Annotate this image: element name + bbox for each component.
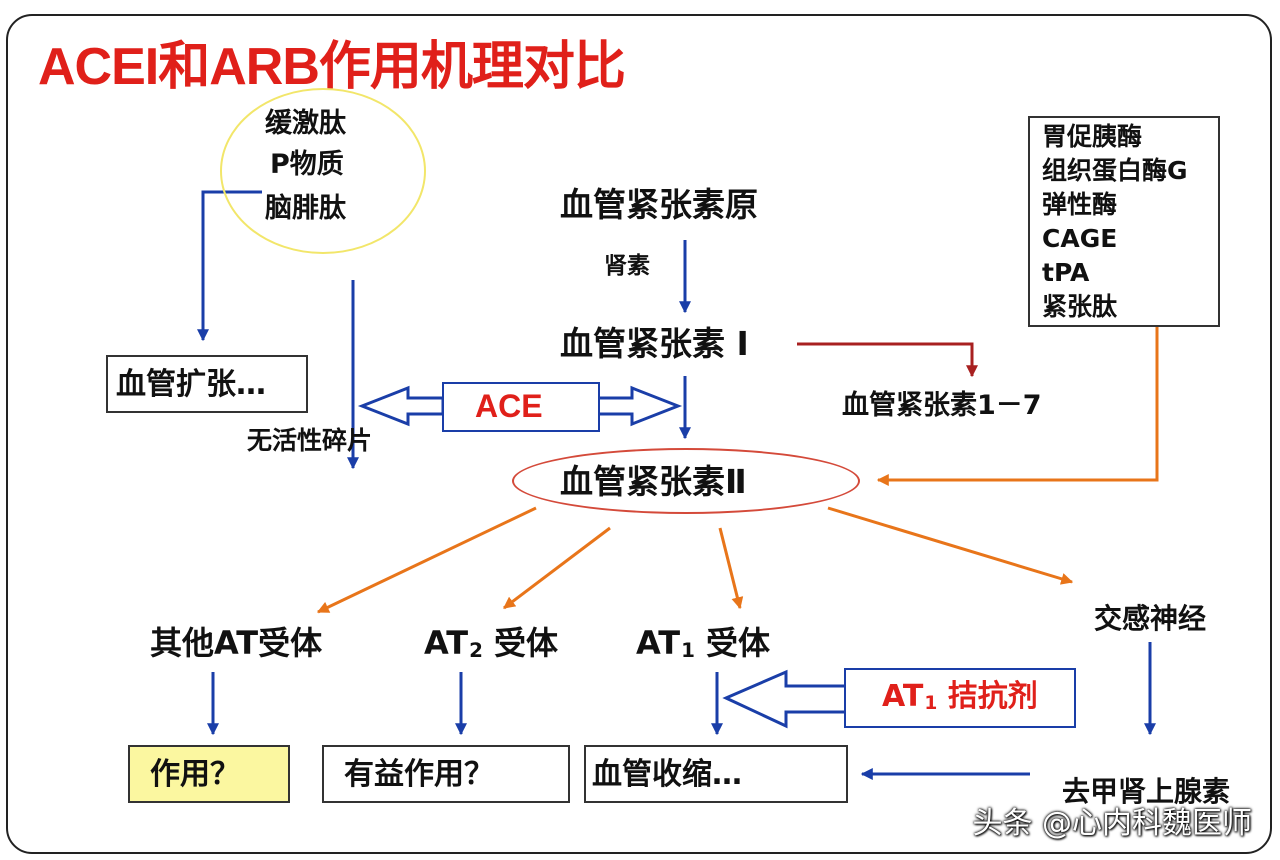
vasodilation-box: [106, 355, 308, 413]
at2-to-other-receptor-arrow: [316, 506, 537, 614]
kinins-circle: [220, 88, 426, 254]
at2-receptor-label: AT2 受体: [424, 624, 559, 662]
vasoconstriction-box: [584, 745, 848, 803]
kinin-bradykinin: 缓激肽: [265, 108, 346, 139]
angiotensin-2-ellipse: [512, 448, 860, 514]
at1-antagonist-box: [844, 668, 1076, 728]
norepinephrine-label: 去甲肾上腺素: [1062, 775, 1231, 808]
at2-to-at1-receptor-arrow: [718, 527, 744, 610]
sympathetic-nerve-label: 交感神经: [1094, 602, 1207, 635]
angiotensin-1-label: 血管紧张素 I: [560, 324, 749, 363]
at2-to-sympathetic-arrow: [827, 506, 1074, 585]
alt-enzymes-box: 胃促胰酶 组织蛋白酶G 弹性酶 CAGE tPA 紧张肽: [1028, 116, 1220, 327]
inactive-fragments-label: 无活性碎片: [247, 426, 373, 455]
ace-box: [442, 382, 600, 432]
angiotensin-1-7-label: 血管紧张素1－7: [842, 390, 1042, 421]
vasodilation-label: 血管扩张…: [116, 367, 266, 402]
renin-label: 肾素: [604, 253, 650, 279]
alt-enzymes-arrow: [876, 326, 1159, 486]
enzyme-elastase: 弹性酶: [1042, 190, 1118, 219]
ace-label: ACE: [475, 388, 543, 424]
enzyme-tpa: tPA: [1042, 258, 1090, 287]
angiotensinogen-label: 血管紧张素原: [560, 185, 758, 224]
at2-to-at2-receptor-arrow: [503, 526, 611, 610]
angiotensin-2-label: 血管紧张素Ⅱ: [560, 462, 747, 501]
antagonist-block-arrow: [722, 669, 848, 729]
other-effect-label: 作用？: [150, 757, 240, 792]
ace-double-arrow-left: [357, 385, 445, 427]
enzyme-chymase: 胃促胰酶: [1042, 122, 1143, 151]
beneficial-effect-label: 有益作用？: [344, 757, 494, 792]
other-at-receptor-label: 其他AT受体: [150, 624, 323, 662]
enzyme-cathepsin-g: 组织蛋白酶G: [1042, 156, 1188, 185]
kinin-substance-p: P物质: [270, 149, 344, 180]
beneficial-effect-box: [322, 745, 570, 803]
slide-frame: [6, 14, 1272, 854]
ace-double-arrow-right: [596, 385, 683, 427]
other-effect-box: [128, 745, 290, 803]
vasoconstriction-label: 血管收缩…: [592, 757, 742, 792]
enzyme-cage: CAGE: [1042, 224, 1118, 253]
at1-receptor-label: AT1 受体: [636, 624, 771, 662]
kinin-enkephalin: 脑腓肽: [265, 193, 346, 224]
slide-title: ACEI和ARB作用机理对比: [38, 38, 626, 96]
enzyme-tonin: 紧张肽: [1042, 292, 1118, 321]
at1-antagonist-label: AT1 拮抗剂: [882, 679, 1038, 714]
angiotensin-1-7-arrow: [797, 342, 978, 378]
watermark: 头条 @心内科魏医师: [972, 806, 1252, 841]
